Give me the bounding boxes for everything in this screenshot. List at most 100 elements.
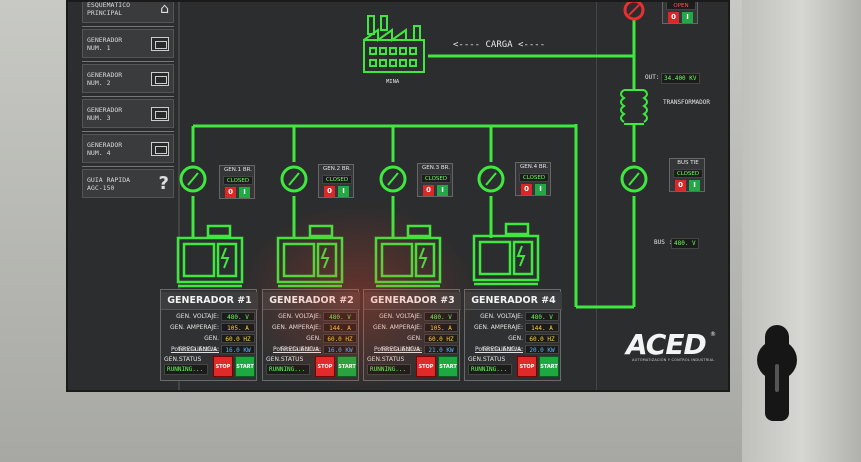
power-label: Potencia Activa:: [272, 346, 321, 353]
breaker-label: GEN.4 BR.: [520, 164, 548, 170]
generator-icon: [151, 36, 169, 51]
breaker-state: CLOSED: [322, 175, 352, 184]
gen3-breaker-panel: GEN.3 BR. CLOSED 0 I: [417, 163, 453, 197]
frequency-value: 60.0 HZ: [424, 334, 458, 343]
stop-button[interactable]: STOP: [315, 356, 335, 377]
bus-label: BUS :: [654, 239, 673, 246]
brand-tagline: AUTOMATIZACIÓN Y CONTROL INDUSTRIAL: [632, 358, 715, 362]
breaker-open-button[interactable]: 0: [324, 186, 335, 197]
generator-icon: [151, 106, 169, 121]
voltage-value: 480. V: [221, 312, 255, 321]
status-label: GEN.STATUS: [164, 356, 202, 363]
start-button[interactable]: START: [539, 356, 559, 377]
voltage-label: GEN. VOLTAJE:: [379, 313, 422, 320]
power-value: 16.0 KW: [323, 345, 357, 354]
sidebar-item-generator-3[interactable]: GENERADOR NUM. 3: [82, 99, 174, 128]
status-label: GEN.STATUS: [367, 356, 405, 363]
gen2-breaker-panel: GEN.2 BR. CLOSED 0 I: [318, 164, 354, 198]
generator-4-icon: [472, 222, 540, 286]
generator-title: GENERADOR #3: [364, 292, 461, 310]
sidebar-item-label: ESQUEMÁTICO PRINCIPAL: [87, 0, 131, 17]
sidebar-item-label: GENERADOR NUM. 1: [87, 35, 123, 52]
start-button[interactable]: START: [337, 356, 357, 377]
sidebar-item-quick-guide[interactable]: GUIA RAPIDA AGC-150 ?: [82, 169, 174, 198]
brand-name: ACED: [626, 328, 707, 361]
power-label: Potencia Activa:: [474, 346, 523, 353]
breaker-open-button[interactable]: 0: [521, 184, 532, 195]
generator-title: GENERADOR #2: [263, 292, 360, 310]
status-label: GEN.STATUS: [266, 356, 304, 363]
sidebar-item-label: GUIA RAPIDA AGC-150: [87, 175, 131, 192]
start-button[interactable]: START: [438, 356, 458, 377]
generator-title: GENERADOR #1: [161, 292, 258, 310]
cabinet-door: [742, 0, 861, 462]
aced-logo: ACED ® AUTOMATIZACIÓN Y CONTROL INDUSTRI…: [626, 328, 716, 362]
breaker-state: CLOSED: [519, 173, 549, 182]
sidebar-item-label: GENERADOR NUM. 2: [87, 70, 123, 87]
main-breaker-close-button[interactable]: I: [682, 12, 693, 23]
power-value: 20.0 KW: [525, 345, 559, 354]
sidebar-item-generator-2[interactable]: GENERADOR NUM. 2: [82, 64, 174, 93]
voltage-value: 480. V: [424, 312, 458, 321]
gen1-breaker-panel: GEN.1 BR. CLOSED 0 I: [219, 165, 255, 199]
current-label: GEN. AMPERAJE:: [372, 324, 422, 331]
frequency-label: GEN. FRECUENCIA:: [381, 335, 422, 353]
hmi-screen: ESQUEMÁTICO PRINCIPAL ⌂ GENERADOR NUM. 1…: [66, 0, 730, 392]
breaker-close-button[interactable]: I: [338, 186, 349, 197]
generator-1-panel: GENERADOR #1 GEN. VOLTAJE:480. V GEN. AM…: [160, 289, 258, 381]
status-value: RUNNING...: [266, 364, 310, 375]
current-value: 105. A: [424, 323, 458, 332]
factory-icon: [363, 15, 425, 73]
breaker-open-button[interactable]: 0: [423, 185, 434, 196]
door-handle-slot: [775, 364, 779, 392]
main-breaker-open-button[interactable]: 0: [668, 12, 679, 23]
voltage-value: 480. V: [525, 312, 559, 321]
power-label: Potencia Activa:: [170, 346, 219, 353]
generator-icon: [151, 71, 169, 86]
bus-tie-close-button[interactable]: I: [689, 180, 700, 191]
bus-tie-state: CLOSED: [673, 169, 703, 178]
gen4-breaker-panel: GEN.4 BR. CLOSED 0 I: [515, 162, 551, 196]
frequency-value: 60.0 HZ: [221, 334, 255, 343]
power-value: 16.0 KW: [221, 345, 255, 354]
power-value: 21.0 KW: [424, 345, 458, 354]
breaker-label: GEN.2 BR.: [323, 166, 351, 172]
bus-tie-label: BUS TIE: [677, 160, 699, 166]
generator-1-icon: [176, 224, 244, 288]
current-value: 105. A: [221, 323, 255, 332]
generator-2-panel: GENERADOR #2 GEN. VOLTAJE:480. V GEN. AM…: [262, 289, 360, 381]
current-value: 144. A: [525, 323, 559, 332]
load-direction-label: <---- CARGA <----: [453, 40, 546, 50]
breaker-open-button[interactable]: 0: [225, 187, 236, 198]
status-value: RUNNING...: [367, 364, 411, 375]
sidebar-divider: [82, 131, 174, 132]
sidebar-item-generator-4[interactable]: GENERADOR NUM. 4: [82, 134, 174, 163]
stop-button[interactable]: STOP: [517, 356, 537, 377]
generator-title: GENERADOR #4: [465, 292, 562, 310]
generator-icon: [151, 141, 169, 156]
out-voltage-value: 34.400 KV: [661, 73, 700, 84]
breaker-label: GEN.1 BR.: [224, 167, 252, 173]
breaker-state: CLOSED: [223, 176, 253, 185]
power-label: Potencia Activa:: [373, 346, 422, 353]
stop-button[interactable]: STOP: [213, 356, 233, 377]
sidebar-item-generator-1[interactable]: GENERADOR NUM. 1: [82, 29, 174, 58]
stop-button[interactable]: STOP: [416, 356, 436, 377]
voltage-label: GEN. VOLTAJE:: [480, 313, 523, 320]
sidebar-item-main-schematic[interactable]: ESQUEMÁTICO PRINCIPAL ⌂: [82, 0, 174, 23]
generator-3-icon: [374, 224, 442, 288]
bus-tie-open-button[interactable]: 0: [675, 180, 686, 191]
sidebar-divider: [82, 166, 174, 167]
voltage-label: GEN. VOLTAJE:: [278, 313, 321, 320]
breaker-close-button[interactable]: I: [535, 184, 546, 195]
bus-tie-panel: BUS TIE CLOSED 0 I: [669, 158, 705, 192]
main-breaker-panel: OPEN 0 I: [662, 2, 698, 24]
breaker-close-button[interactable]: I: [437, 185, 448, 196]
brand-registered-mark: ®: [710, 331, 716, 338]
start-button[interactable]: START: [235, 356, 255, 377]
breaker-close-button[interactable]: I: [239, 187, 250, 198]
out-label: OUT:: [645, 74, 660, 81]
generator-4-panel: GENERADOR #4 GEN. VOLTAJE:480. V GEN. AM…: [464, 289, 562, 381]
sidebar-item-label: GENERADOR NUM. 3: [87, 105, 123, 122]
frequency-label: GEN. FRECUENCIA:: [482, 335, 523, 353]
